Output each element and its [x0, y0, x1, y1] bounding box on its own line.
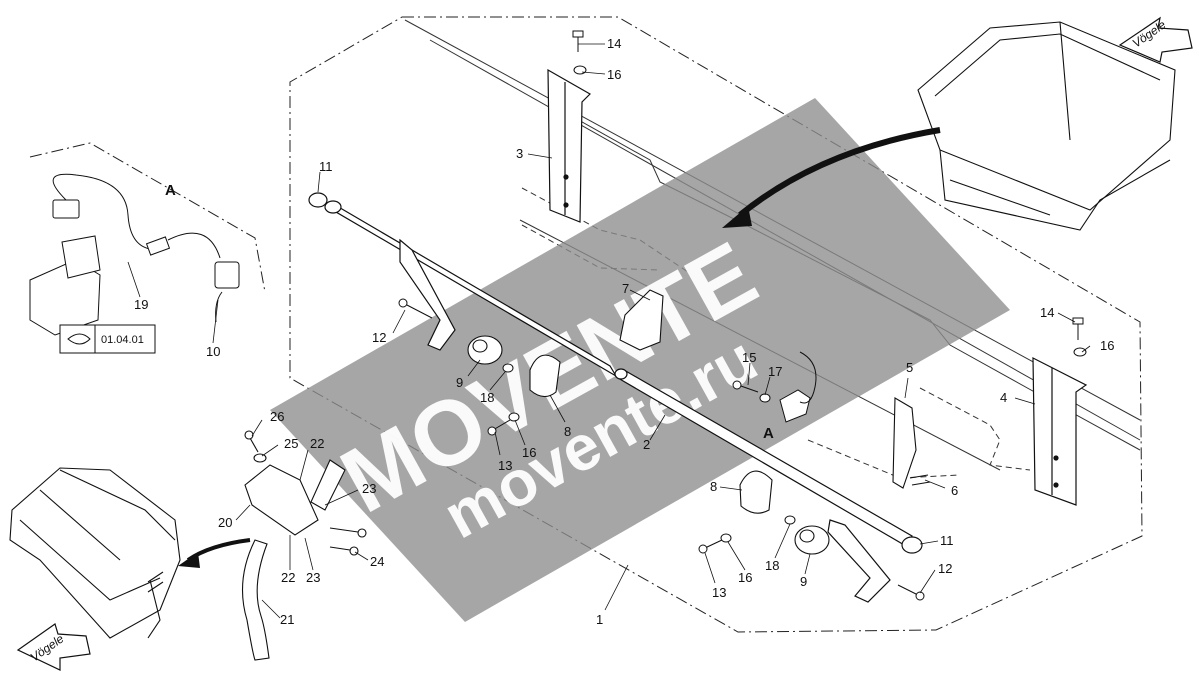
- label-13a: 13: [498, 458, 512, 473]
- reference-code: 01.04.01: [101, 334, 144, 346]
- label-10: 10: [206, 344, 220, 359]
- label-13b: 13: [712, 585, 726, 600]
- auger-view: [9, 467, 181, 639]
- sensor-17: [779, 351, 817, 423]
- label-18a: 18: [480, 390, 494, 405]
- label-25: 25: [284, 436, 298, 451]
- label-12b: 12: [938, 561, 952, 576]
- bracket-3: [547, 68, 591, 223]
- label-15: 15: [742, 350, 756, 365]
- label-26: 26: [270, 409, 284, 424]
- brand-arrow-bottom: Vögele: [16, 623, 91, 671]
- label-23b: 23: [306, 570, 320, 585]
- label-22a: 22: [310, 436, 324, 451]
- label-9b: 9: [800, 574, 807, 589]
- label-9a: 9: [456, 375, 463, 390]
- label-16b: 16: [522, 445, 536, 460]
- label-4: 4: [1000, 390, 1007, 405]
- lever-assembly: [241, 430, 367, 661]
- part-labels: 14 16 3 11 7 12 9 18 13 16 8 2 14 16 5 1…: [101, 36, 1114, 627]
- detail-a-parts: [29, 173, 240, 354]
- bracket-5-7: [619, 289, 917, 489]
- hopper-view: [917, 21, 1176, 231]
- watermark: MOVENTE movente.ru: [270, 98, 1010, 622]
- label-12a: 12: [372, 330, 386, 345]
- flow-arrows: [178, 127, 941, 568]
- end-caps: [308, 192, 923, 554]
- detail-marker-a-main: A: [763, 425, 774, 442]
- label-20: 20: [218, 515, 232, 530]
- label-11b: 11: [940, 533, 954, 548]
- label-6: 6: [951, 483, 958, 498]
- label-1: 1: [596, 612, 603, 627]
- label-14a: 14: [607, 36, 621, 51]
- label-14b: 14: [1040, 305, 1054, 320]
- leader-lines: [127, 43, 1091, 619]
- label-23a: 23: [362, 481, 376, 496]
- detail-marker-a-inset: A: [165, 182, 176, 199]
- label-19: 19: [134, 297, 148, 312]
- bracket-4: [1032, 357, 1088, 506]
- label-16a: 16: [607, 67, 621, 82]
- clamps-dampers: [467, 335, 830, 555]
- label-22b: 22: [281, 570, 295, 585]
- label-7: 7: [622, 281, 629, 296]
- label-17: 17: [768, 364, 782, 379]
- label-11a: 11: [319, 159, 333, 174]
- label-8a: 8: [564, 424, 571, 439]
- label-3: 3: [516, 146, 523, 161]
- support-arms: [399, 238, 891, 603]
- detail-a-boundary: [29, 142, 266, 293]
- assembly-boundary: [289, 16, 1143, 633]
- label-21: 21: [280, 612, 294, 627]
- label-8b: 8: [710, 479, 717, 494]
- bolts-washers: [398, 30, 1087, 601]
- label-16d: 16: [738, 570, 752, 585]
- label-2: 2: [643, 437, 650, 452]
- label-16c: 16: [1100, 338, 1114, 353]
- label-18b: 18: [765, 558, 779, 573]
- label-5: 5: [906, 360, 913, 375]
- label-24: 24: [370, 554, 384, 569]
